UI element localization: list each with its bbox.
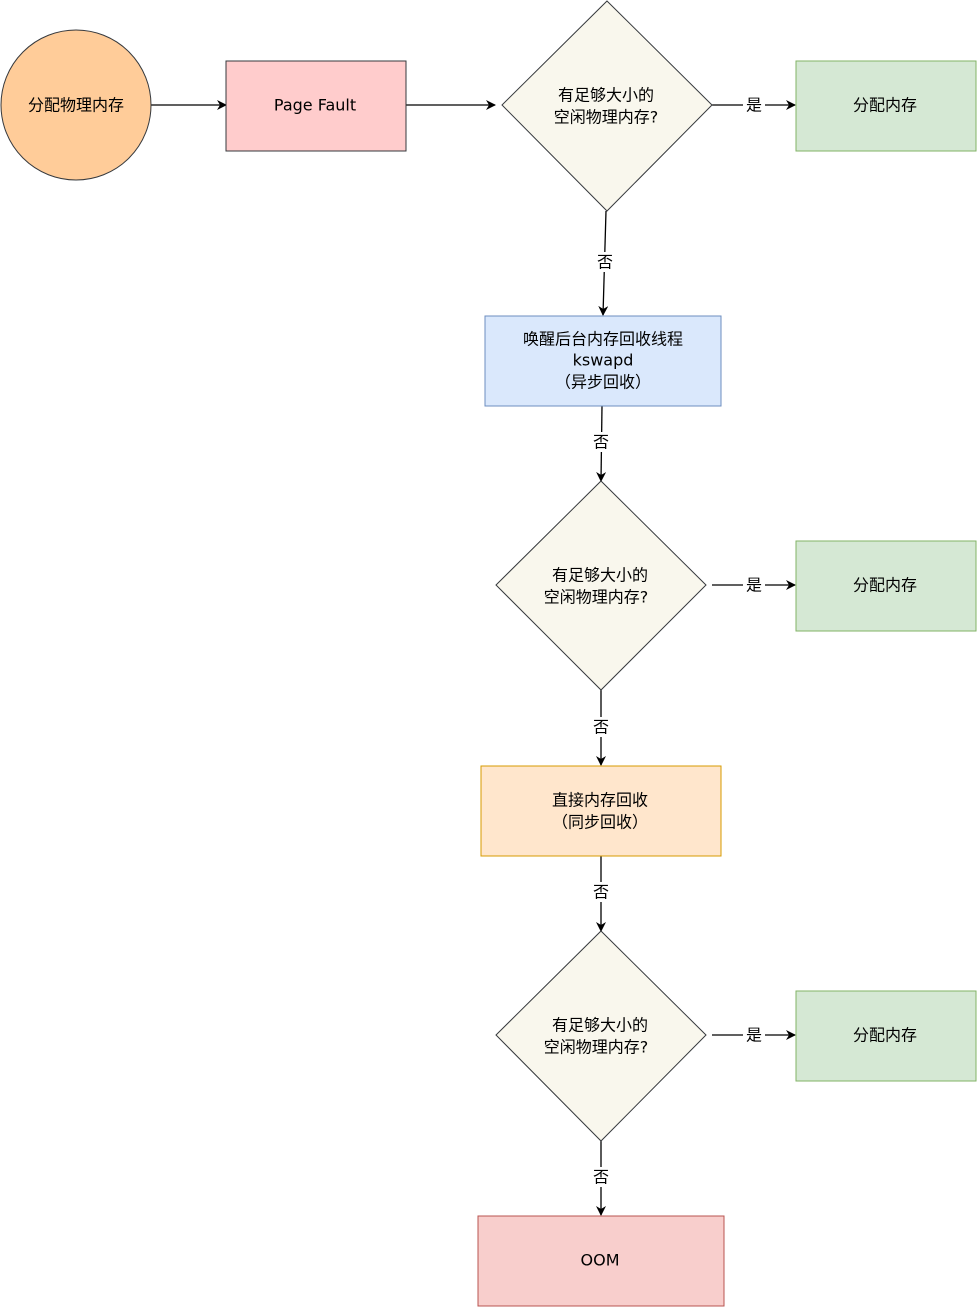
- edge-label-yes-1: 是: [746, 96, 762, 115]
- direct-reclaim-line-2: （同步回收）: [552, 813, 648, 832]
- alloc-box-1: [795, 60, 977, 152]
- edge-label-yes-3: 是: [746, 1026, 762, 1045]
- edge-label-no-3: 否: [593, 718, 609, 737]
- oom-node: OOM: [477, 1215, 725, 1307]
- direct-reclaim-line-1: 直接内存回收: [552, 791, 648, 810]
- oom-label: OOM: [581, 1251, 620, 1270]
- kswapd-box: [484, 315, 722, 407]
- edge-labels: 是 否 否 是 否 否 是 否: [590, 95, 765, 1187]
- page-fault-box: [225, 60, 407, 152]
- check-node-3: 有足够大小的 空闲物理内存?: [495, 930, 707, 1142]
- alloc-node-1: 分配内存: [795, 60, 977, 152]
- edge-label-no-5: 否: [593, 1168, 609, 1187]
- check-2-line-2: 空闲物理内存?: [544, 588, 649, 607]
- alloc-label-1: 分配内存: [853, 96, 917, 115]
- edge-label-yes-2: 是: [746, 576, 762, 595]
- kswapd-line-3: （异步回收）: [555, 373, 651, 392]
- check-node-2: 有足够大小的 空闲物理内存?: [495, 480, 707, 691]
- start-node: 分配物理内存: [0, 29, 152, 181]
- check-2-line-1: 有足够大小的: [552, 566, 648, 585]
- alloc-node-3: 分配内存: [795, 990, 977, 1082]
- check-3-line-2: 空闲物理内存?: [544, 1038, 649, 1057]
- alloc-node-2: 分配内存: [795, 540, 977, 632]
- kswapd-line-2: kswapd: [573, 351, 634, 370]
- page-fault-label: Page Fault: [274, 96, 356, 115]
- alloc-box-2: [795, 540, 977, 632]
- edge-label-no-1: 否: [597, 253, 613, 272]
- check-node-1: 有足够大小的 空闲物理内存?: [501, 0, 713, 212]
- direct-reclaim-box: [480, 765, 722, 857]
- kswapd-line-1: 唤醒后台内存回收线程: [523, 330, 683, 349]
- edge-label-no-2: 否: [593, 433, 609, 452]
- kswapd-node: 唤醒后台内存回收线程 kswapd （异步回收）: [484, 315, 722, 407]
- page-fault-node: Page Fault: [225, 60, 407, 152]
- check-diamond-1: [501, 0, 713, 212]
- check-1-line-2: 空闲物理内存?: [554, 108, 659, 127]
- edge-label-no-4: 否: [593, 883, 609, 902]
- direct-reclaim-node: 直接内存回收 （同步回收）: [480, 765, 722, 857]
- alloc-label-3: 分配内存: [853, 1026, 917, 1045]
- alloc-label-2: 分配内存: [853, 576, 917, 595]
- start-label: 分配物理内存: [28, 96, 124, 115]
- edges: [151, 100, 796, 1216]
- check-diamond-2: [495, 480, 707, 691]
- check-3-line-1: 有足够大小的: [552, 1016, 648, 1035]
- start-circle: [0, 29, 152, 181]
- check-diamond-3: [495, 930, 707, 1142]
- oom-box: [477, 1215, 725, 1307]
- check-1-line-1: 有足够大小的: [558, 86, 654, 105]
- alloc-box-3: [795, 990, 977, 1082]
